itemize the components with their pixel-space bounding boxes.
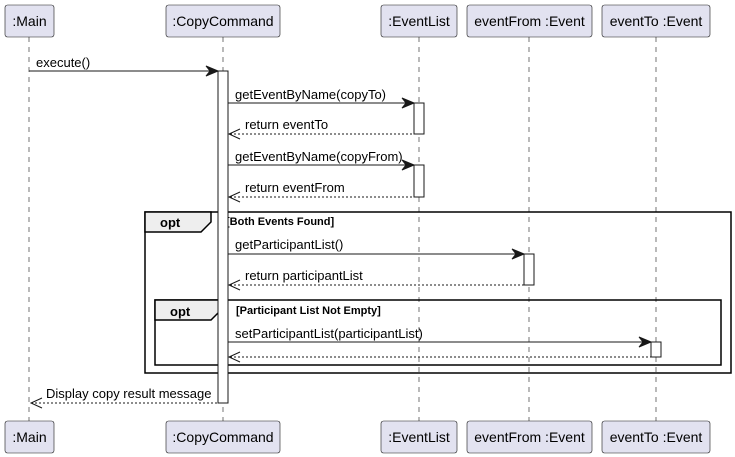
arrow-icon	[401, 97, 416, 109]
participant-eventfrom-top: eventFrom :Event	[466, 4, 593, 38]
return-arrow-icon	[227, 128, 241, 140]
participant-eventto-bottom: eventTo :Event	[601, 420, 711, 454]
participant-eventlist-top: :EventList	[380, 4, 458, 38]
opt-frame-outer	[144, 211, 732, 374]
message-display-copy-result: Display copy result message	[29, 386, 218, 409]
activation-eventto	[650, 341, 662, 358]
message-label: getEventByName(copyTo)	[235, 87, 386, 102]
return-arrow-icon	[227, 351, 241, 363]
message-label: return eventTo	[245, 117, 328, 132]
message-return-eventto: return eventTo	[227, 117, 414, 140]
arrow-icon	[511, 248, 526, 260]
message-return-participant-list: return participantList	[227, 268, 524, 291]
message-execute: execute()	[29, 55, 220, 77]
message-label: return participantList	[245, 268, 363, 283]
svg-text::Main: :Main	[12, 13, 46, 29]
message-get-participant-list: getParticipantList()	[228, 237, 526, 260]
svg-text::EventList: :EventList	[388, 429, 450, 445]
opt-tab-inner	[154, 299, 222, 321]
participant-copycommand-bottom: :CopyCommand	[165, 420, 281, 454]
message-label: return eventFrom	[245, 180, 345, 195]
message-label: setParticipantList(participantList)	[235, 326, 423, 341]
return-arrow-icon	[227, 279, 241, 291]
opt-frame-inner	[154, 299, 722, 366]
arrow-icon	[205, 65, 220, 77]
activation-eventlist-1	[413, 102, 425, 135]
svg-text::Main: :Main	[12, 429, 46, 445]
svg-text:eventTo :Event: eventTo :Event	[610, 429, 703, 445]
message-get-event-by-name-copyfrom: getEventByName(copyFrom)	[228, 149, 416, 171]
participant-eventlist-bottom: :EventList	[380, 420, 458, 454]
opt-fragment-inner: opt [Participant List Not Empty]	[154, 299, 722, 366]
participant-eventto-top: eventTo :Event	[601, 4, 711, 38]
message-label: getEventByName(copyFrom)	[235, 149, 403, 164]
svg-text:eventTo :Event: eventTo :Event	[610, 13, 703, 29]
svg-text:eventFrom :Event: eventFrom :Event	[474, 429, 585, 445]
return-arrow-icon	[29, 397, 43, 409]
opt-guard-inner: [Participant List Not Empty]	[236, 305, 381, 317]
participant-eventfrom-bottom: eventFrom :Event	[466, 420, 593, 454]
message-set-participant-list: setParticipantList(participantList)	[228, 326, 653, 348]
activation-eventlist-2	[413, 164, 425, 198]
message-return-set-participant-list	[227, 351, 651, 363]
opt-guard-outer: [Both Events Found]	[226, 216, 334, 228]
return-arrow-icon	[227, 191, 241, 203]
message-label: Display copy result message	[46, 386, 211, 401]
opt-tab-outer	[144, 211, 212, 233]
participant-copycommand-top: :CopyCommand	[165, 4, 281, 38]
message-label: getParticipantList()	[235, 237, 343, 252]
svg-text::EventList: :EventList	[388, 13, 450, 29]
opt-label-outer: opt	[160, 215, 181, 230]
message-label: execute()	[36, 55, 90, 70]
message-get-event-by-name-copyto: getEventByName(copyTo)	[228, 87, 416, 109]
svg-text:eventFrom :Event: eventFrom :Event	[474, 13, 585, 29]
message-return-eventfrom: return eventFrom	[227, 180, 414, 203]
opt-fragment-outer: opt [Both Events Found]	[144, 211, 732, 374]
activation-copycommand	[217, 70, 229, 404]
participant-main-bottom: :Main	[4, 420, 55, 454]
arrow-icon	[638, 336, 653, 348]
svg-text::CopyCommand: :CopyCommand	[172, 429, 273, 445]
arrow-icon	[401, 159, 416, 171]
participant-main-top: :Main	[4, 4, 55, 38]
opt-label-inner: opt	[170, 304, 191, 319]
svg-text::CopyCommand: :CopyCommand	[172, 13, 273, 29]
activation-eventfrom	[523, 253, 535, 286]
